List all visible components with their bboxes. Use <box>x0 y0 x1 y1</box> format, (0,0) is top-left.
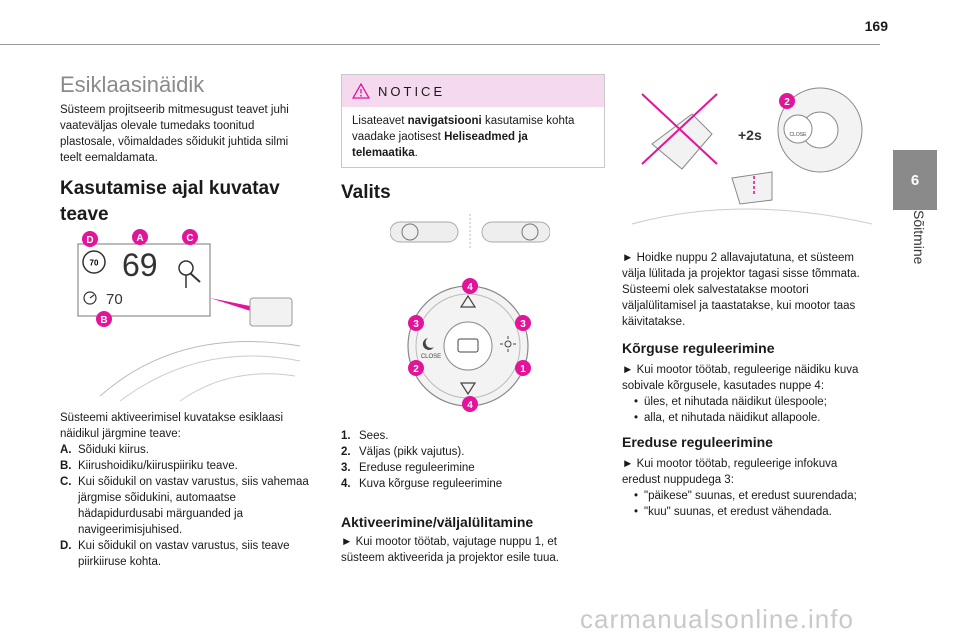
callout-2-fig: 2 <box>784 97 790 108</box>
warning-icon <box>352 83 370 99</box>
cruise-limit-value: 70 <box>106 291 123 308</box>
info-subtitle: Kasutamise ajal kuvatav teave <box>60 178 280 225</box>
notice-header: NOTICE <box>342 75 604 107</box>
chapter-tab[interactable]: 6 <box>893 150 937 210</box>
deactivation-text: ► Hoidke nuppu 2 allavajutatuna, et süst… <box>622 252 860 328</box>
brightness-text: ► Kui mootor töötab, reguleerige infokuv… <box>622 458 838 486</box>
limit-sign-text: 70 <box>90 259 99 268</box>
list-item: "päikese" suunas, et eredust suurendada; <box>634 488 890 504</box>
callout-3-left: 3 <box>413 319 419 330</box>
page-number: 169 <box>864 18 888 34</box>
callout-4-top: 4 <box>467 282 473 293</box>
activation-title: Aktiveerimine/väljalülitamine <box>341 514 534 530</box>
height-bullets: üles, et nihutada näidikut ülespoole; al… <box>622 394 890 426</box>
callout-2: 2 <box>413 364 419 375</box>
display-items-list: A.Sõiduki kiirus. B.Kiirushoidiku/kiirus… <box>60 442 310 570</box>
label-c: C <box>186 233 193 244</box>
hud-display-figure: 70 69 70 D A C B <box>60 226 310 404</box>
notice-body: Lisateavet navigatsiooni kasutamise koht… <box>352 115 575 159</box>
list-item: C.Kui sõidukil on vastav varustus, siis … <box>60 476 309 536</box>
list-item: D.Kui sõidukil on vastav varustus, siis … <box>60 540 290 568</box>
notice-title: NOTICE <box>378 83 446 99</box>
brightness-title: Ereduse reguleerimine <box>622 434 773 450</box>
button-legend-list: 1.Sees. 2.Väljas (pikk vajutus). 3.Eredu… <box>341 428 601 492</box>
label-b: B <box>100 315 107 326</box>
list-item: "kuu" suunas, et eredust vähendada. <box>634 504 890 520</box>
label-d: D <box>86 235 93 246</box>
callout-1: 1 <box>520 364 526 375</box>
list-item: alla, et nihutada näidikut allapoole. <box>634 410 890 426</box>
close-label: CLOSE <box>421 354 441 360</box>
steering-wheel-figure <box>389 212 551 252</box>
watermark: carmanualsonline.info <box>580 604 854 634</box>
list-item: 1.Sees. <box>341 430 389 442</box>
list-item: üles, et nihutada näidikut ülespoole; <box>634 394 890 410</box>
brightness-bullets: "päikese" suunas, et eredust suurendada;… <box>622 488 890 520</box>
activation-text: ► Kui mootor töötab, vajutage nuppu 1, e… <box>341 536 559 564</box>
section-title: Esiklaasinäidik <box>60 72 205 97</box>
selector-title: Valits <box>341 182 391 203</box>
list-item: 2.Väljas (pikk vajutus). <box>341 446 465 458</box>
hud-control-pad[interactable]: CLOSE 4 3 3 2 1 4 <box>398 276 538 416</box>
label-a: A <box>136 233 143 244</box>
notice-box: NOTICE Lisateavet navigatsiooni kasutami… <box>341 74 605 168</box>
close-label-2: CLOSE <box>790 132 808 138</box>
list-item: 4.Kuva kõrguse reguleerimine <box>341 478 503 490</box>
hold-duration: +2s <box>738 127 762 143</box>
list-item: A.Sõiduki kiirus. <box>60 444 149 456</box>
chapter-label: Sõitmine <box>911 210 927 265</box>
callout-3-right: 3 <box>520 319 526 330</box>
height-text: ► Kui mootor töötab, reguleerige näidiku… <box>622 364 859 392</box>
callout-4-bottom: 4 <box>467 400 473 411</box>
deactivation-figure: +2s CLOSE 2 <box>622 74 878 238</box>
list-item: B.Kiirushoidiku/kiiruspiiriku teave. <box>60 460 238 472</box>
speed-readout: 69 <box>122 247 158 283</box>
header-rule <box>0 44 880 45</box>
height-title: Kõrguse reguleerimine <box>622 340 775 356</box>
display-description: Süsteemi aktiveerimisel kuvatakse esikla… <box>60 412 284 440</box>
list-item: 3.Ereduse reguleerimine <box>341 462 475 474</box>
intro-text: Süsteem projitseerib mitmesugust teavet … <box>60 104 289 164</box>
